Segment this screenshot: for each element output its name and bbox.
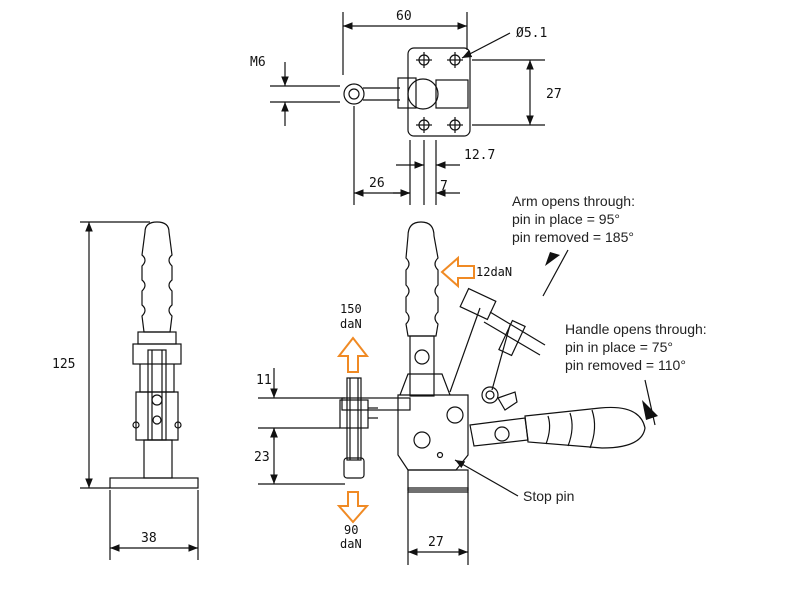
handle-note-pin-out: pin removed = 110°	[565, 357, 686, 373]
spindle	[346, 377, 362, 461]
dim-60-label: 60	[396, 9, 412, 24]
spindle-pad	[343, 457, 365, 479]
dim-23-label: 23	[254, 450, 270, 465]
handle-note-title: Handle opens through:	[565, 321, 707, 337]
dim-27-top-label: 27	[546, 87, 562, 102]
force-up-unit: daN	[340, 317, 362, 331]
force-arrows	[336, 255, 475, 524]
front-handle-grip	[405, 221, 439, 337]
dim-m6-label: M6	[250, 55, 266, 70]
force-up-arrow-icon	[336, 336, 370, 373]
side-handle-grip	[141, 221, 173, 333]
open-handle-ghost	[469, 406, 646, 449]
stop-pin-label: Stop pin	[523, 488, 574, 504]
dim-7-label: 7	[440, 179, 448, 194]
top-spindle-eye	[343, 83, 365, 105]
open-arm-ghost	[449, 287, 546, 411]
force-down-unit: daN	[340, 537, 362, 551]
dim-12-7-label: 12.7	[464, 148, 495, 163]
force-down-value: 90	[344, 523, 358, 537]
arm-angle-leader	[542, 249, 569, 297]
dim-26-label: 26	[369, 176, 385, 191]
dim-11-label: 11	[256, 373, 272, 388]
front-view	[258, 221, 658, 565]
front-base-plate	[407, 469, 469, 491]
arm-note-pin-out: pin removed = 185°	[512, 229, 634, 245]
side-view	[80, 221, 199, 560]
dim-27-base-label: 27	[428, 535, 444, 550]
arm-note-pin-in: pin in place = 95°	[512, 211, 620, 227]
side-base-plate	[109, 477, 199, 489]
front-body	[397, 394, 469, 471]
mounting-hole-icon	[416, 52, 463, 133]
top-base-plate	[407, 47, 471, 137]
top-handle-knob	[407, 78, 439, 110]
arm-note-title: Arm opens through:	[512, 193, 635, 209]
hole-leader	[461, 32, 511, 59]
top-view	[270, 12, 545, 205]
force-down-arrow-icon	[336, 491, 370, 524]
force-handle-arrow-icon	[440, 255, 475, 289]
handle-note-pin-in: pin in place = 75°	[565, 339, 673, 355]
force-handle-label: 12daN	[476, 265, 512, 279]
force-up-value: 150	[340, 302, 362, 316]
dim-125-label: 125	[52, 357, 75, 372]
dim-hole-label: Ø5.1	[516, 26, 547, 41]
labels: 60 M6 Ø5.1 27 26 7 12.7 125 38 11 23 27 …	[52, 9, 707, 551]
dim-38-label: 38	[141, 531, 157, 546]
stop-pin-leader	[454, 459, 519, 497]
stop-pin-icon	[436, 451, 444, 459]
